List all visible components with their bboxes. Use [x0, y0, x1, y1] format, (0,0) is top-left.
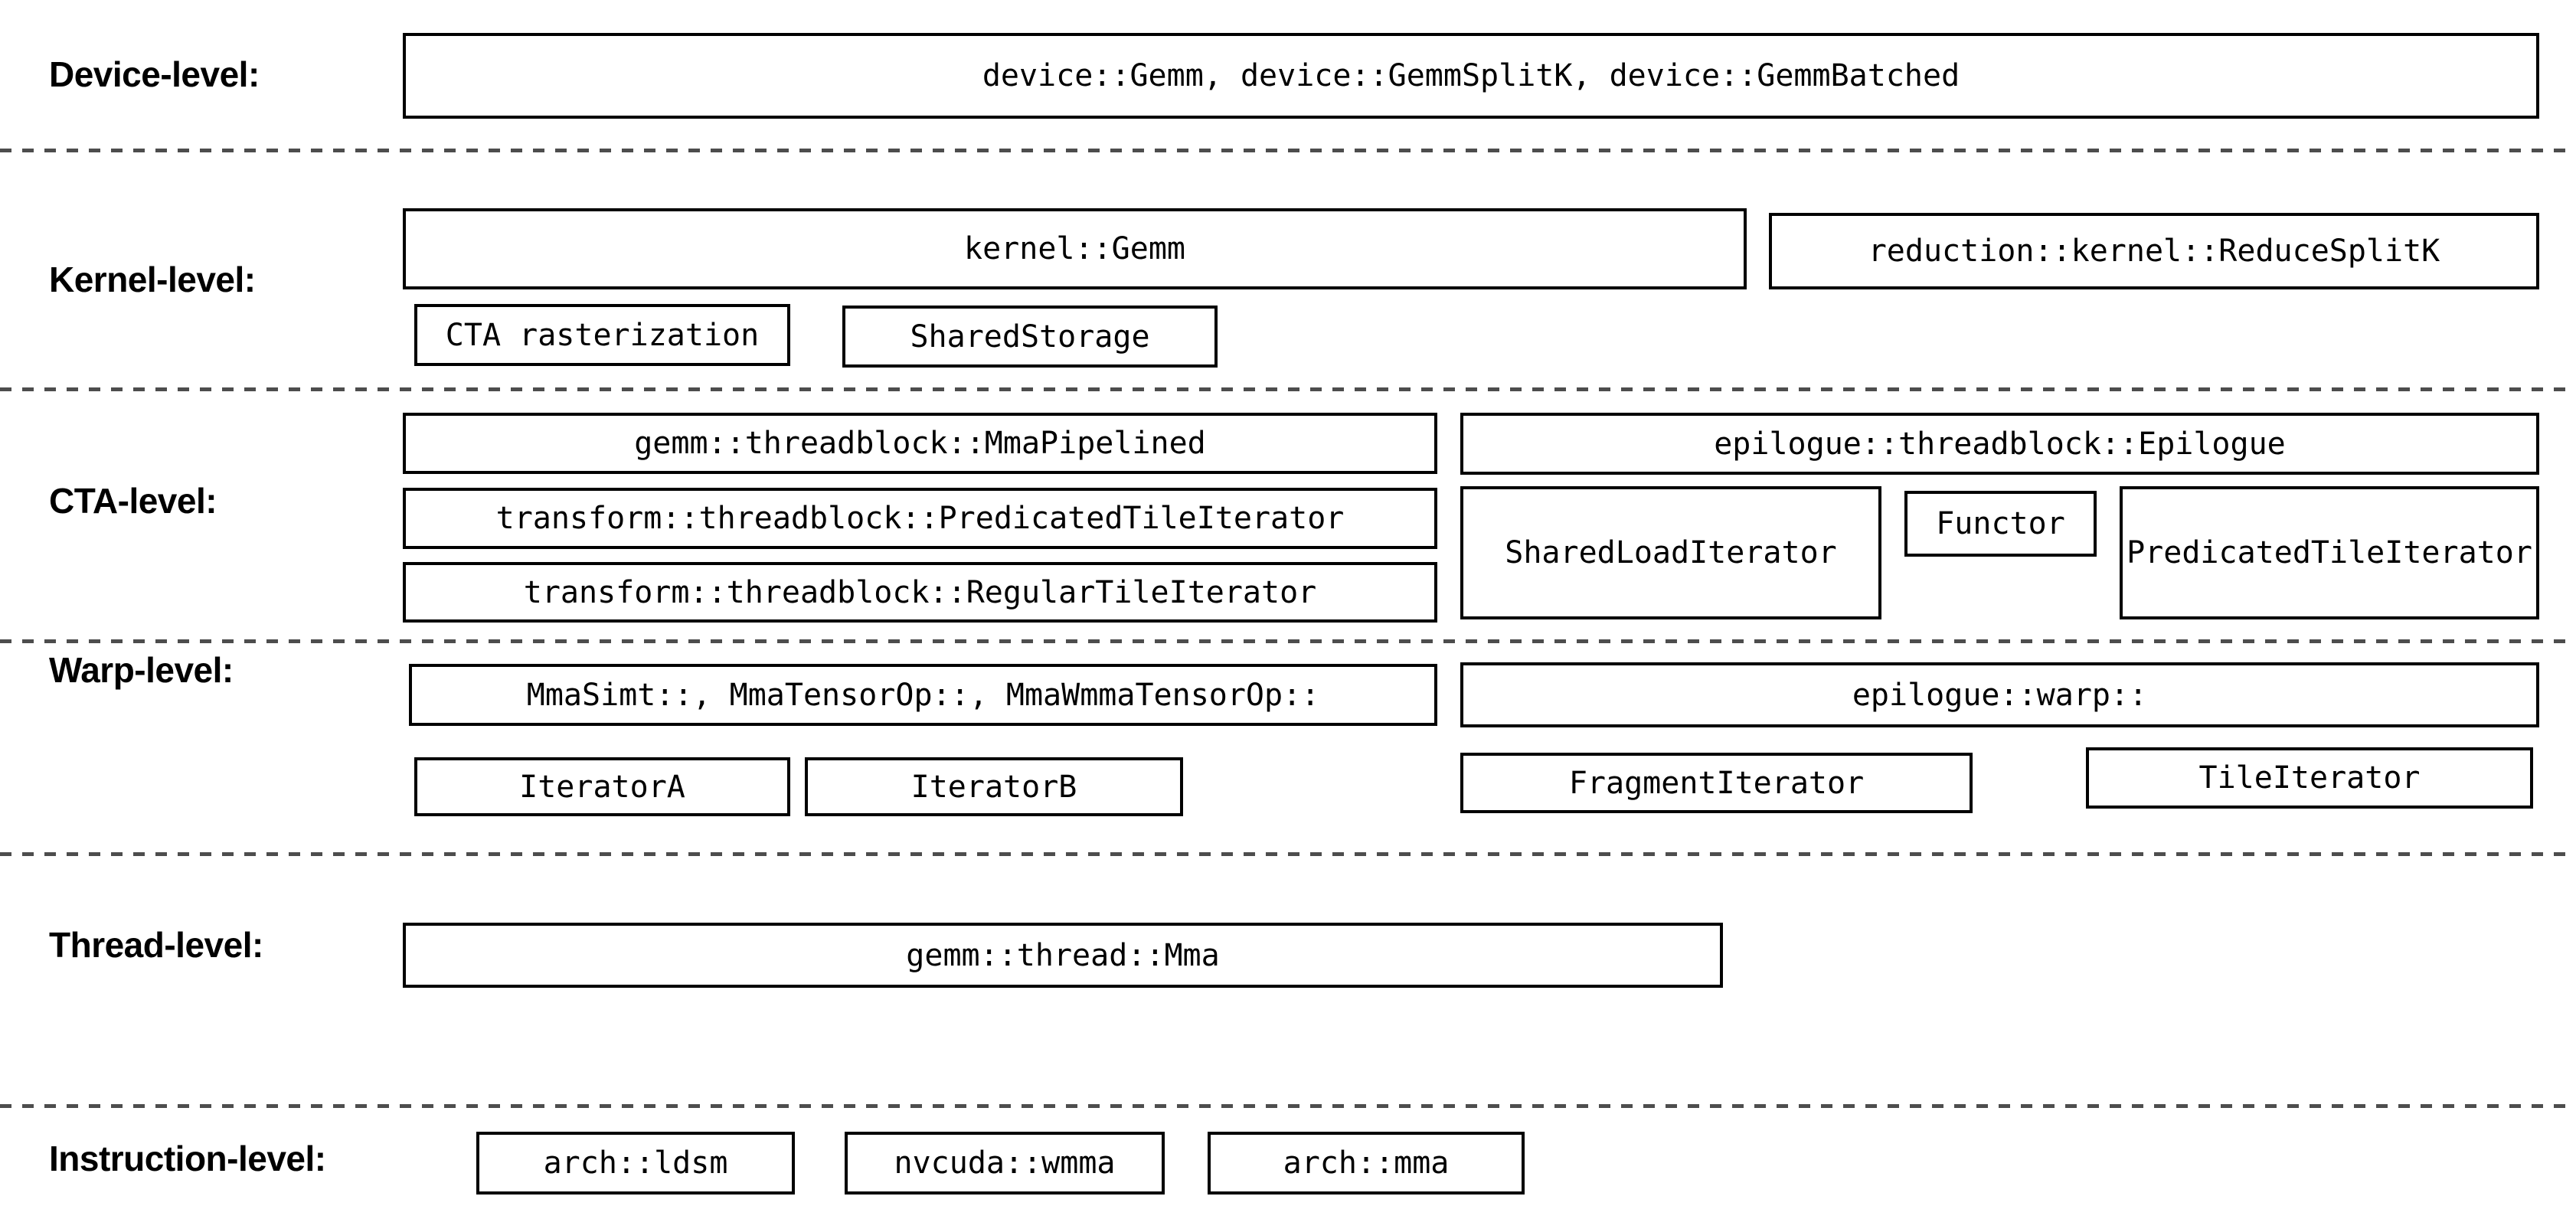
separator-cta-warp [0, 639, 2576, 643]
box-arch-ldsm: arch::ldsm [476, 1132, 795, 1194]
row-label-kernel-level: Kernel-level: [49, 260, 256, 299]
box-warp-mma-ops: MmaSimt::, MmaTensorOp::, MmaWmmaTensorO… [409, 664, 1437, 726]
box-tile-iterator: TileIterator [2086, 747, 2533, 809]
box-iterator-a: IteratorA [414, 757, 790, 816]
row-label-instruction-level: Instruction-level: [49, 1139, 326, 1178]
box-predicated-tile-iterator: PredicatedTileIterator [2120, 486, 2539, 619]
row-label-warp-level: Warp-level: [49, 650, 234, 690]
box-kernel-gemm: kernel::Gemm [403, 208, 1747, 289]
box-nvcuda-wmma: nvcuda::wmma [845, 1132, 1165, 1194]
box-epilogue-threadblock-epilogue: epilogue::threadblock::Epilogue [1460, 413, 2539, 475]
box-gemm-thread-mma: gemm::thread::Mma [403, 923, 1723, 988]
box-gemm-threadblock-mma-pipelined: gemm::threadblock::MmaPipelined [403, 413, 1437, 474]
box-fragment-iterator: FragmentIterator [1460, 753, 1973, 813]
row-label-cta-level: CTA-level: [49, 481, 217, 521]
separator-thread-instruction [0, 1104, 2576, 1108]
box-reduction-kernel-reduce-splitk: reduction::kernel::ReduceSplitK [1769, 213, 2539, 289]
row-label-device-level: Device-level: [49, 54, 260, 94]
box-epilogue-warp: epilogue::warp:: [1460, 662, 2539, 727]
box-transform-threadblock-predicated-tile-iterator: transform::threadblock::PredicatedTileIt… [403, 488, 1437, 549]
box-arch-mma: arch::mma [1208, 1132, 1525, 1194]
separator-kernel-cta [0, 387, 2576, 391]
box-device-gemm-variants: device::Gemm, device::GemmSplitK, device… [403, 33, 2539, 119]
row-label-thread-level: Thread-level: [49, 925, 263, 965]
box-functor: Functor [1904, 491, 2097, 557]
box-transform-threadblock-regular-tile-iterator: transform::threadblock::RegularTileItera… [403, 562, 1437, 623]
separator-device-kernel [0, 149, 2576, 152]
box-shared-load-iterator: SharedLoadIterator [1460, 486, 1881, 619]
box-cta-rasterization: CTA rasterization [414, 304, 790, 366]
box-iterator-b: IteratorB [805, 757, 1183, 816]
separator-warp-thread [0, 852, 2576, 856]
box-shared-storage: SharedStorage [842, 306, 1218, 368]
